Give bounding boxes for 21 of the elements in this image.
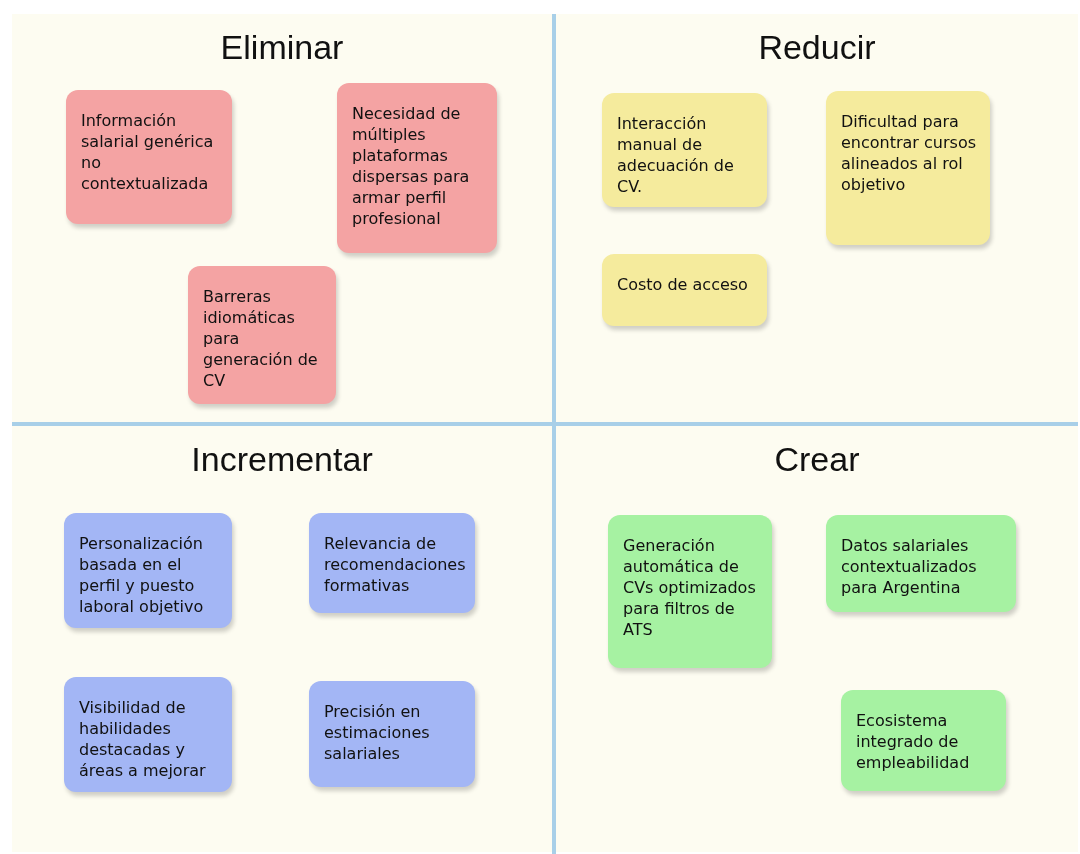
quadrant-heading: Crear (774, 440, 860, 479)
quadrant-panel (556, 14, 1078, 422)
sticky-note: Precisión en estimaciones salariales (309, 681, 475, 787)
sticky-note: Necesidad de múltiples plataformas dispersas para armar perfil profesional (337, 83, 497, 253)
sticky-note: Generación automática de CVs optimizados para filtros de ATS (608, 515, 772, 668)
sticky-note: Interacción manual de adecuación de CV. (602, 93, 767, 207)
quadrant-panel (12, 426, 552, 852)
quadrant-heading: Eliminar (220, 28, 344, 67)
sticky-note: Relevancia de recomendaciones formativas (309, 513, 475, 613)
sticky-note: Barreras idiomáticas para generación de CV (188, 266, 336, 404)
quadrant-heading: Incrementar (191, 440, 373, 479)
sticky-note: Costo de acceso (602, 254, 767, 326)
quadrant-panel (556, 426, 1078, 852)
sticky-note: Ecosistema integrado de empleabilidad (841, 690, 1006, 791)
sticky-note: Información salarial genérica no contextualizada (66, 90, 232, 224)
sticky-note: Visibilidad de habilidades destacadas y áreas a mejorar (64, 677, 232, 792)
sticky-note: Personalización basada en el perfil y puesto laboral objetivo (64, 513, 232, 628)
quadrant-panel (12, 14, 552, 422)
quadrant-heading: Reducir (758, 28, 876, 67)
sticky-note: Dificultad para encontrar cursos alineados al rol objetivo (826, 91, 990, 245)
sticky-note: Datos salariales contextualizados para Argentina (826, 515, 1016, 612)
